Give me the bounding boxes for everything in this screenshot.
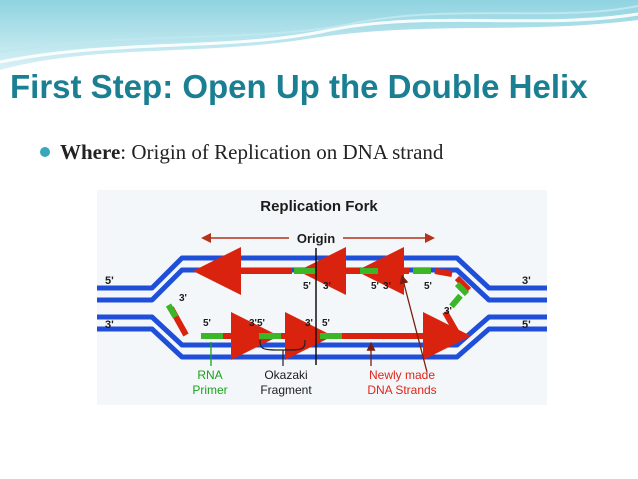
diagram-heading: Replication Fork bbox=[260, 198, 378, 215]
new-strands-bottom bbox=[201, 312, 471, 360]
label-right-top: 3' bbox=[522, 275, 531, 287]
callout-newly-made-line2: DNA Strands bbox=[367, 383, 436, 397]
bullet-separator: : bbox=[120, 140, 127, 164]
bullet-text: Origin of Replication on DNA strand bbox=[126, 140, 444, 164]
label-top-origin-right: 3' bbox=[323, 281, 331, 292]
callout-okazaki-line1: Okazaki bbox=[264, 368, 307, 382]
label-right-bottom: 5' bbox=[522, 319, 531, 331]
label-bottom-d: 5' bbox=[322, 318, 330, 329]
bullet-label: Where bbox=[60, 140, 121, 164]
label-bottom-b: 3'5' bbox=[249, 318, 265, 329]
new-strands-top bbox=[193, 247, 472, 297]
label-top-right-b: 3' bbox=[383, 281, 391, 292]
label-left-top: 5' bbox=[105, 275, 114, 287]
origin-arrow-right-head bbox=[425, 233, 435, 243]
diagram-background bbox=[97, 190, 547, 405]
label-top-right-a: 5' bbox=[371, 281, 379, 292]
label-bottom-a: 5' bbox=[203, 318, 211, 329]
origin-label: Origin bbox=[297, 231, 335, 246]
callout-rna-primer-line2: Primer bbox=[192, 383, 227, 397]
origin-arrow-left-head bbox=[201, 233, 211, 243]
label-bottom-c: 3' bbox=[305, 318, 313, 329]
replication-fork-diagram: Replication Fork Origin bbox=[97, 190, 547, 405]
new-strands-left-diagonal bbox=[165, 303, 189, 337]
label-right-diagonal: 3' bbox=[444, 306, 452, 317]
callout-newly-made-line1: Newly made bbox=[369, 368, 435, 382]
bullet-dot-icon bbox=[40, 147, 50, 158]
slide-title: First Step: Open Up the Double Helix bbox=[10, 68, 588, 105]
label-left-bottom: 3' bbox=[105, 319, 114, 331]
label-top-origin-left: 5' bbox=[303, 281, 311, 292]
newly-made-pointer-top bbox=[399, 274, 428, 373]
callout-okazaki-line2: Fragment bbox=[260, 383, 312, 397]
header-wave-banner bbox=[0, 0, 638, 70]
label-left-diagonal: 3' bbox=[179, 293, 187, 304]
bullet-item: Where: Origin of Replication on DNA stra… bbox=[40, 140, 443, 165]
label-top-right-c: 5' bbox=[424, 281, 432, 292]
callout-rna-primer-line1: RNA bbox=[197, 368, 222, 382]
